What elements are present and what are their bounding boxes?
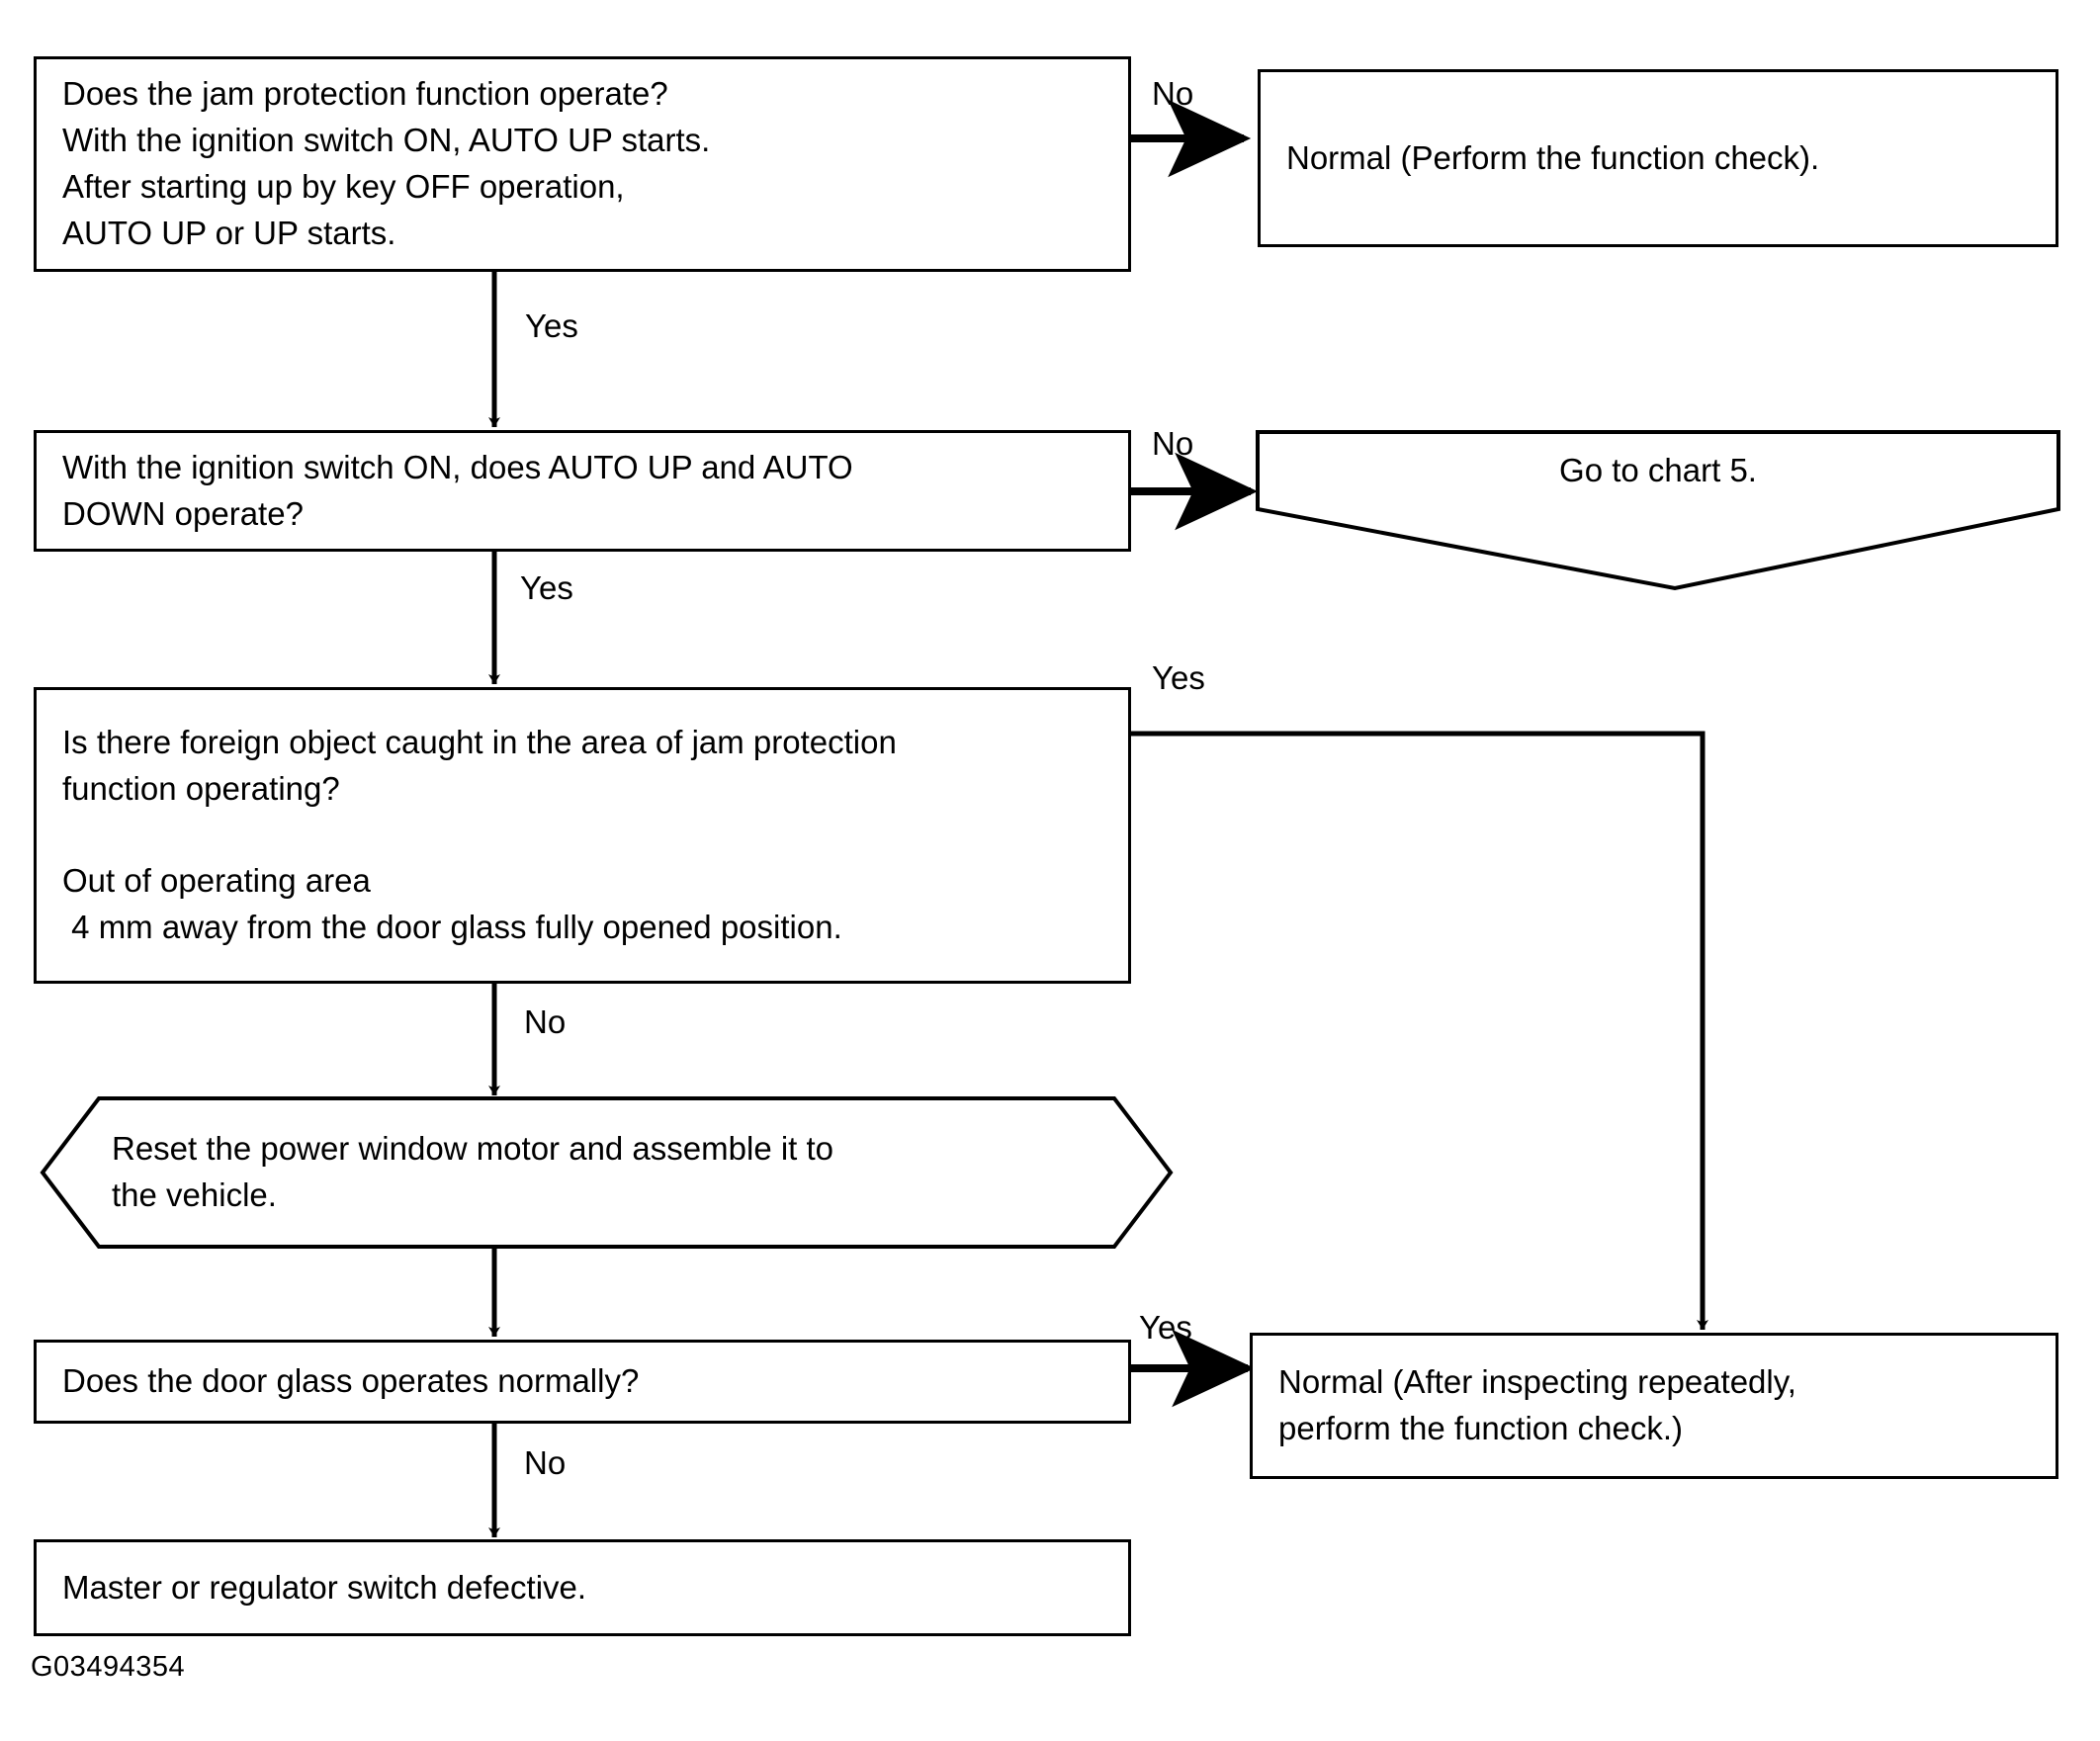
node-auto-up-down-question[interactable]: With the ignition switch ON, does AUTO U…	[34, 430, 1131, 552]
node-master-regulator-switch-defective-text: Master or regulator switch defective.	[62, 1568, 587, 1606]
edge-label-q1-no: No	[1152, 75, 1194, 112]
node-foreign-object-question-text: Is there foreign object caught in the ar…	[62, 723, 897, 946]
node-foreign-object-question[interactable]: Is there foreign object caught in the ar…	[34, 687, 1131, 984]
edge-label-q4-no: No	[524, 1444, 567, 1481]
edge-label-q3-yes: Yes	[1152, 659, 1205, 696]
node-jam-protection-question-text: Does the jam protection function operate…	[62, 75, 711, 251]
node-normal-after-inspecting-text: Normal (After inspecting repeatedly, per…	[1278, 1363, 1796, 1446]
node-go-to-chart-5[interactable]: Go to chart 5.	[1258, 432, 2058, 509]
node-go-to-chart-5-text: Go to chart 5.	[1559, 451, 1757, 488]
node-master-regulator-switch-defective[interactable]: Master or regulator switch defective.	[34, 1539, 1131, 1636]
node-normal-perform-function-check[interactable]: Normal (Perform the function check).	[1258, 69, 2058, 247]
node-door-glass-question-text: Does the door glass operates normally?	[62, 1362, 640, 1400]
edge-q3-yes	[1130, 731, 1708, 1330]
edge-label-q2-yes: Yes	[520, 569, 573, 606]
node-reset-power-window-motor-text: Reset the power window motor and assembl…	[112, 1130, 834, 1213]
node-normal-perform-function-check-text: Normal (Perform the function check).	[1286, 138, 1820, 176]
node-normal-after-inspecting[interactable]: Normal (After inspecting repeatedly, per…	[1250, 1333, 2058, 1479]
node-jam-protection-question[interactable]: Does the jam protection function operate…	[34, 56, 1131, 272]
edge-label-q4-yes: Yes	[1139, 1309, 1192, 1346]
node-auto-up-down-question-text: With the ignition switch ON, does AUTO U…	[62, 448, 853, 532]
edge-label-q3-no: No	[524, 1003, 567, 1040]
shape-reset-power-window-motor	[40, 1096, 1174, 1249]
edge-label-q1-yes: Yes	[525, 307, 578, 344]
node-reset-power-window-motor[interactable]: Reset the power window motor and assembl…	[43, 1098, 1171, 1247]
node-door-glass-question[interactable]: Does the door glass operates normally?	[34, 1340, 1131, 1424]
edge-label-q2-no: No	[1152, 425, 1194, 462]
figure-code: G03494354	[31, 1651, 186, 1683]
